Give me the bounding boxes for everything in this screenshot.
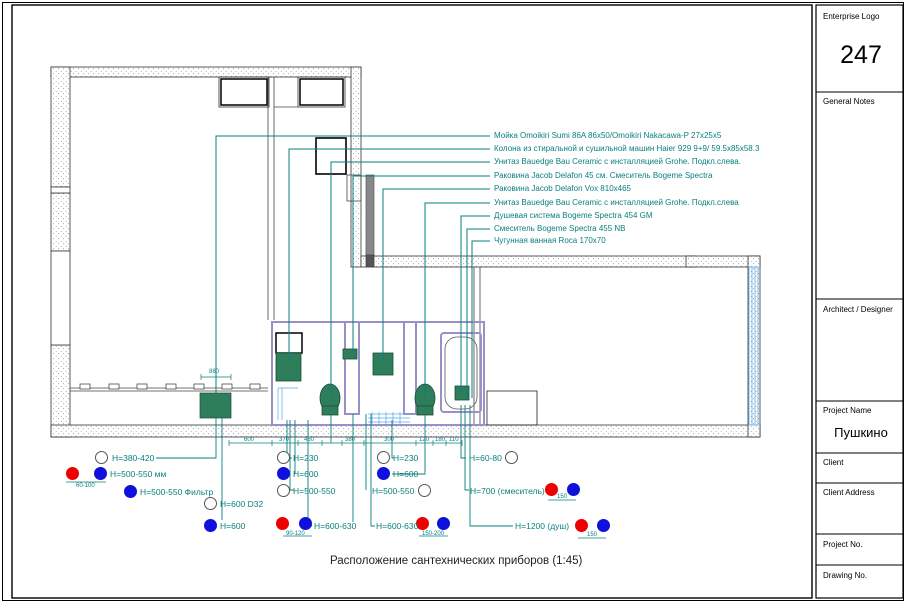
drain-point-icon xyxy=(95,451,108,464)
height-tag: H=600 D32 xyxy=(220,499,264,509)
height-tag: H=500-550 xyxy=(293,486,336,496)
leader-lines xyxy=(215,135,490,400)
dimension-bottom: 300 xyxy=(384,437,395,443)
height-tag: H=500-550 мм xyxy=(110,469,167,479)
height-tag: H=600-630 xyxy=(376,521,419,531)
callout-shower-system: Душевая система Bogeme Spectra 454 GM xyxy=(494,211,653,220)
drain-point-icon xyxy=(418,484,431,497)
height-tag: H=1200 (душ) xyxy=(515,521,570,531)
hot-water-point-icon xyxy=(575,519,588,532)
dimension-bottom: 600 xyxy=(244,437,255,443)
drawing-caption: Расположение сантехнических приборов (1:… xyxy=(330,555,583,567)
connector-spacing: 60-100 xyxy=(76,483,95,489)
callout-washbasin-vox: Раковина Jacob Delafon Vox 810x465 xyxy=(494,184,631,193)
sheet-number: 247 xyxy=(840,41,882,69)
cold-water-point-icon xyxy=(567,483,580,496)
title-block-dividers xyxy=(816,91,903,566)
dimension-lines xyxy=(66,374,606,539)
drain-point-icon xyxy=(377,451,390,464)
project-name-label: Project Name xyxy=(823,406,872,415)
drain-point-icon xyxy=(505,451,518,464)
hot-water-point-icon xyxy=(66,467,79,480)
dimension-bottom: 180 xyxy=(435,437,446,443)
cold-water-point-icon xyxy=(597,519,610,532)
cold-water-point-icon xyxy=(377,467,390,480)
callout-toilet-1: Унитаз Bauedge Bau Ceramic с инсталляцие… xyxy=(494,157,741,166)
cold-water-point-icon xyxy=(299,517,312,530)
architect-label: Architect / Designer xyxy=(823,305,893,314)
shower-area xyxy=(277,387,410,425)
drain-point-icon xyxy=(277,484,290,497)
height-tag: H=230 xyxy=(393,453,419,463)
hot-water-point-icon xyxy=(545,483,558,496)
height-tag: H=380-420 xyxy=(112,453,155,463)
cold-water-point-icon xyxy=(124,485,137,498)
cold-water-point-icon xyxy=(437,517,450,530)
walls xyxy=(50,66,761,438)
height-tag: H=500-550 xyxy=(372,486,415,496)
height-tag: H=700 (смеситель) xyxy=(470,486,545,496)
dimension-bottom: 450 xyxy=(304,437,315,443)
height-tag: H=600 xyxy=(220,521,246,531)
enterprise-logo-label: Enterprise Logo xyxy=(823,12,880,21)
interior-walls xyxy=(70,77,538,426)
title-block-frame xyxy=(815,4,904,599)
cold-water-point-icon xyxy=(94,467,107,480)
dimension-top: 880 xyxy=(209,369,220,375)
dimension-bottom: 380 xyxy=(345,437,356,443)
hot-water-point-icon xyxy=(276,517,289,530)
connector-spacing: 150 xyxy=(587,532,598,538)
callout-bathtub: Чугунная ванная Roca 170x70 xyxy=(494,236,606,245)
connector-spacing: 90-120 xyxy=(286,531,305,537)
drawing-no-label: Drawing No. xyxy=(823,571,868,580)
hot-water-point-icon xyxy=(416,517,429,530)
callout-washer-dryer: Колона из стиральной и сушильной машин H… xyxy=(494,144,760,153)
drawing-border xyxy=(11,4,813,599)
callout-kitchen-sink: Мойка Omoikiri Sumi 86A 86x50/Omoikiri N… xyxy=(494,131,722,140)
client-label: Client xyxy=(823,458,844,467)
drain-point-icon xyxy=(277,451,290,464)
project-name: Пушкино xyxy=(834,425,888,440)
connector-spacing: 150-200 xyxy=(422,531,445,537)
callout-toilet-2: Унитаз Bauedge Bau Ceramic с инсталляцие… xyxy=(494,198,739,207)
height-tag: H=500-550 Фильтр xyxy=(140,487,214,497)
height-tag: H=230 xyxy=(293,453,319,463)
windows xyxy=(50,76,759,426)
height-tag: H=60-80 xyxy=(469,453,502,463)
kitchen-counter xyxy=(79,383,261,419)
height-tag: H=600-630 xyxy=(314,521,357,531)
connector-spacing: 150 xyxy=(557,494,568,500)
dimension-bottom: 370 xyxy=(279,437,290,443)
dimension-bottom: 120 xyxy=(419,437,430,443)
dimension-bottom: 110 xyxy=(449,437,459,443)
drain-point-icon xyxy=(204,497,217,510)
cold-water-point-icon xyxy=(204,519,217,532)
general-notes-label: General Notes xyxy=(823,97,875,106)
project-no-label: Project No. xyxy=(823,540,863,549)
client-address-label: Client Address xyxy=(823,488,875,497)
height-tag: H=600 xyxy=(393,469,419,479)
callout-washbasin-45: Раковина Jacob Delafon 45 см. Смеситель … xyxy=(494,171,713,180)
cold-water-point-icon xyxy=(277,467,290,480)
height-tag: H=600 xyxy=(293,469,319,479)
callout-mixer: Смеситель Bogeme Spectra 455 NB xyxy=(494,224,626,233)
